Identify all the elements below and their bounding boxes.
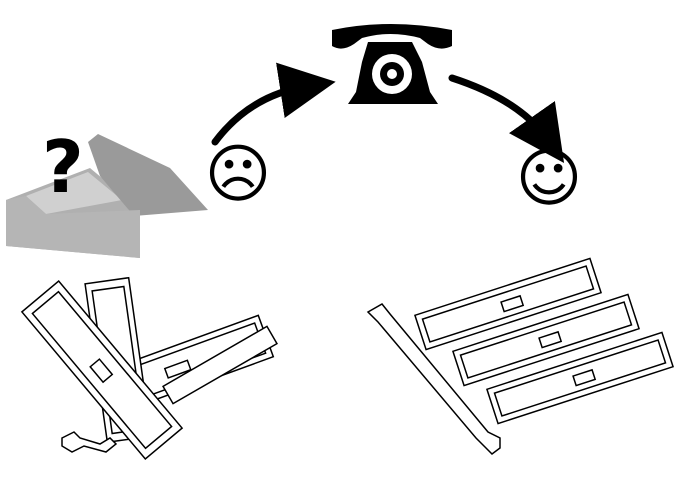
rack-card-3 [485, 331, 675, 425]
rack-backplane [366, 303, 501, 455]
box-opening [26, 172, 122, 214]
card-diagonal [20, 279, 184, 461]
sad-face-icon: ☹ [205, 138, 272, 212]
box-lid [88, 134, 208, 216]
box-side [6, 196, 140, 258]
card-tab [162, 325, 278, 405]
question-mark-icon: ? [42, 125, 84, 209]
bracket-piece [61, 431, 118, 453]
arrow-to-phone-icon [211, 62, 336, 146]
assembled-rack-icon [366, 257, 675, 455]
open-box-icon [6, 134, 208, 258]
telephone-icon [332, 24, 452, 104]
arrow-from-phone-icon [448, 74, 565, 163]
happy-face-icon: ☺ [516, 142, 583, 216]
rack-card-2 [451, 293, 641, 387]
tangled-parts-icon [20, 276, 278, 461]
rack-card-1 [413, 257, 603, 351]
